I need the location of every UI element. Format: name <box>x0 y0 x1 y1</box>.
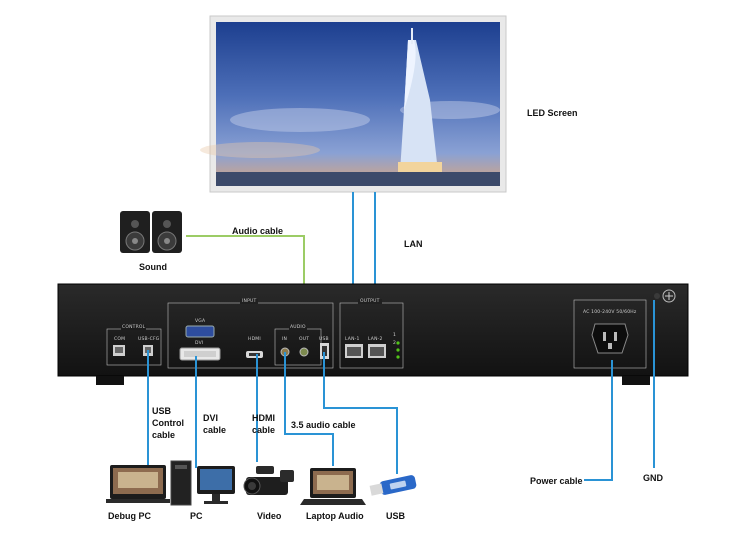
pc <box>170 460 235 506</box>
hdmi-cable-line2: cable <box>252 425 276 435</box>
sound-label: Sound <box>139 262 167 272</box>
usb-control-cable-line2: Control <box>152 418 184 428</box>
dvi-cable-label: DVI cable <box>203 412 226 436</box>
speakers <box>120 211 182 253</box>
panel-usb-cfg-label: USB-CFG <box>138 337 160 342</box>
panel-com-label: COM <box>114 337 126 342</box>
audio-cable-label: Audio cable <box>232 226 284 236</box>
video-camera <box>243 466 294 495</box>
usb-drive <box>369 475 417 496</box>
hdmi-cable-label: HDMI cable <box>252 412 275 436</box>
panel-output-label: OUTPUT <box>358 299 382 304</box>
audio-35-cable-label: 3.5 audio cable <box>291 420 356 430</box>
panel-input-label: INPUT <box>240 299 259 304</box>
usb-control-cable-label: USB Control cable <box>152 405 184 441</box>
panel-control-label: CONTROL <box>121 325 147 330</box>
panel-audio-label: AUDIO <box>289 325 307 330</box>
laptop-audio-label: Laptop Audio <box>306 511 364 521</box>
led-screen-label: LED Screen <box>527 108 578 118</box>
panel-audio-out-label: OUT <box>299 337 310 342</box>
panel-lan1-label: LAN-1 <box>345 337 360 342</box>
panel-audio-in-label: IN <box>282 337 288 342</box>
gnd-label: GND <box>643 473 663 483</box>
usb-device-label: USB <box>386 511 406 521</box>
panel-power-rating: AC 100-240V 50/60Hz <box>583 310 637 315</box>
video-label: Video <box>257 511 282 521</box>
panel-hdmi-label: HDMI <box>248 337 261 342</box>
laptop <box>300 468 366 505</box>
led-screen <box>200 15 507 193</box>
hdmi-cable-line1: HDMI <box>252 413 275 423</box>
panel-vga-label: VGA <box>195 319 206 324</box>
power-cable-label: Power cable <box>530 476 583 486</box>
debug-pc-label: Debug PC <box>108 511 152 521</box>
pc-label: PC <box>190 511 203 521</box>
panel-lan2-label: LAN-2 <box>368 337 383 342</box>
lan-label: LAN <box>404 239 423 249</box>
panel-usb-label: USB <box>319 337 329 342</box>
dvi-cable-line1: DVI <box>203 413 219 423</box>
debug-pc <box>106 465 170 503</box>
panel-indicator-2: 2 <box>393 341 397 346</box>
usb-control-cable-line1: USB <box>152 406 172 416</box>
panel-dvi-label: DVI <box>195 341 204 346</box>
panel-indicator-1: 1 <box>393 333 397 338</box>
dvi-cable-line2: cable <box>203 425 227 435</box>
usb-control-cable-line3: cable <box>152 430 176 440</box>
